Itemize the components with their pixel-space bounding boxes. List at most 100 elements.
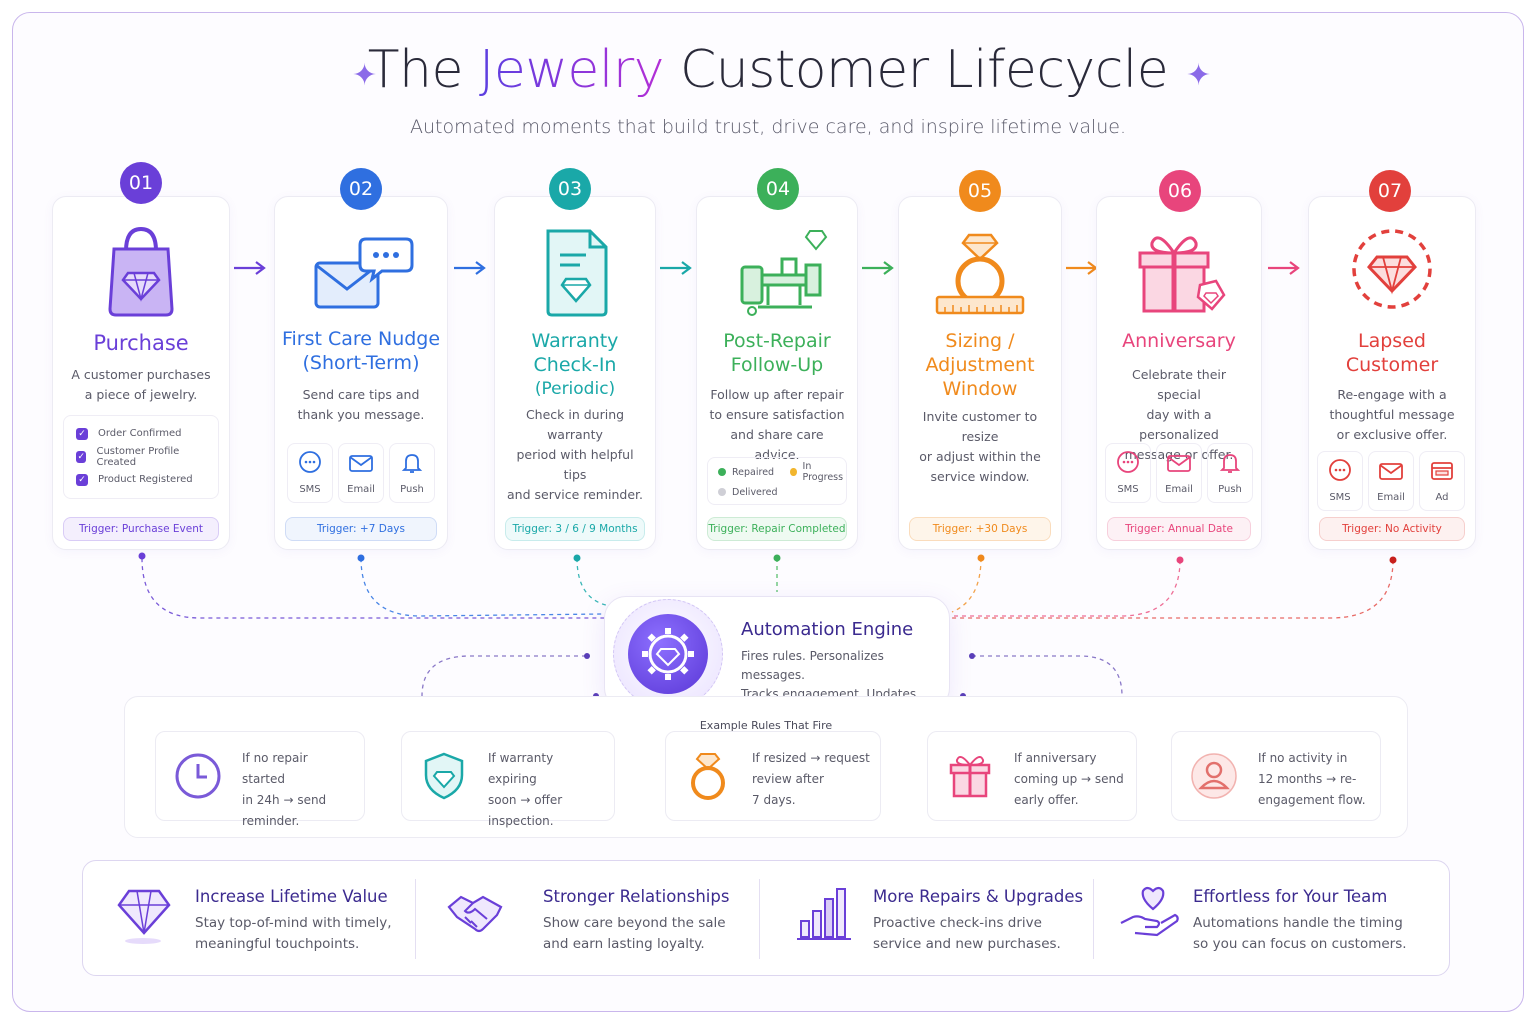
benefit-lifetime-value: Increase Lifetime Value Stay top-of-mind… — [83, 861, 413, 977]
step-badge-02: 02 — [340, 168, 382, 210]
shield-diamond-icon — [424, 752, 464, 800]
stage-title: Purchase — [93, 331, 189, 355]
channel-push[interactable]: Push — [1207, 443, 1253, 503]
gift-icon — [949, 755, 991, 798]
warranty-document-icon — [495, 219, 655, 319]
channel-email[interactable]: Email — [1156, 443, 1202, 503]
channel-email[interactable]: Email — [1368, 451, 1414, 511]
benefit-stronger-relationships: Stronger Relationships Show care beyond … — [423, 861, 753, 977]
step-badge-03: 03 — [549, 168, 591, 210]
benefit-more-repairs: More Repairs & Upgrades Proactive check-… — [765, 861, 1095, 977]
arrow-right-icon — [660, 261, 692, 275]
divider — [759, 879, 760, 959]
benefit-title: Stronger Relationships — [543, 887, 730, 906]
benefit-title: Increase Lifetime Value — [195, 887, 388, 906]
stage-title: Anniversary — [1122, 330, 1236, 352]
hand-heart-icon — [1120, 886, 1179, 937]
chat-bubble-icon — [299, 451, 321, 473]
trigger-badge: Trigger: No Activity — [1319, 517, 1465, 541]
channel-list: SMS Email Push — [287, 443, 435, 503]
trigger-badge: Trigger: Repair Completed — [707, 517, 847, 541]
stage-title: First Care Nudge(Short-Term) — [281, 328, 441, 374]
channel-sms[interactable]: SMS — [287, 443, 333, 503]
automation-engine-card: Automation Engine Fires rules. Personali… — [604, 596, 950, 720]
trigger-badge: Trigger: +7 Days — [285, 517, 437, 541]
arrow-right-icon — [454, 261, 486, 275]
title-accent: Jewelry — [479, 40, 664, 100]
diamond-icon — [117, 889, 171, 944]
benefit-title: Effortless for Your Team — [1193, 887, 1388, 906]
channel-email[interactable]: Email — [338, 443, 384, 503]
status-delivered: Delivered — [718, 487, 777, 498]
shopping-bag-diamond-icon — [53, 219, 229, 319]
bell-icon — [1219, 454, 1241, 473]
checkbox-checked-icon: ✓ — [76, 427, 88, 440]
ring-sizer-icon — [899, 219, 1061, 319]
channel-list: SMS Email Ad — [1317, 451, 1465, 511]
bell-icon — [401, 454, 423, 473]
arrow-right-icon — [862, 261, 894, 275]
arrow-right-icon — [234, 261, 266, 275]
channel-sms[interactable]: SMS — [1317, 451, 1363, 511]
checklist-item: ✓Order Confirmed — [76, 422, 206, 445]
sparkle-right-icon: ✦ — [1186, 58, 1212, 93]
example-rules-panel: Example Rules That Fire If no repair sta… — [124, 696, 1408, 838]
checklist-item: ✓Product Registered — [76, 468, 206, 491]
envelope-icon — [349, 455, 373, 472]
gear-diamond-icon — [628, 614, 708, 694]
trigger-badge: Trigger: 3 / 6 / 9 Months — [505, 517, 645, 541]
chat-bubble-icon — [1117, 451, 1139, 473]
repair-bench-icon — [697, 219, 857, 319]
status-repaired: Repaired — [718, 467, 774, 478]
gift-box-icon — [1097, 219, 1261, 319]
handshake-icon — [447, 895, 503, 933]
engine-title: Automation Engine — [741, 619, 914, 640]
trigger-badge: Trigger: Annual Date — [1107, 517, 1251, 541]
step-badge-04: 04 — [757, 168, 799, 210]
arrow-right-icon — [1268, 261, 1300, 275]
ring-icon — [691, 753, 725, 800]
checkbox-checked-icon: ✓ — [76, 450, 87, 463]
benefit-effortless-team: Effortless for Your Team Automations han… — [1099, 861, 1445, 977]
step-badge-01: 01 — [120, 162, 162, 204]
benefit-title: More Repairs & Upgrades — [873, 887, 1084, 906]
repair-status-legend: Repaired In Progress Delivered — [707, 457, 847, 505]
divider — [415, 879, 416, 959]
channel-list: SMS Email Push — [1105, 443, 1253, 503]
step-badge-05: 05 — [959, 170, 1001, 212]
arrow-right-icon — [1066, 261, 1098, 275]
channel-push[interactable]: Push — [389, 443, 435, 503]
channel-sms[interactable]: SMS — [1105, 443, 1151, 503]
channel-ad[interactable]: Ad — [1419, 451, 1465, 511]
checkbox-checked-icon: ✓ — [76, 473, 88, 486]
step-badge-07: 07 — [1369, 170, 1411, 212]
bar-chart-icon — [797, 888, 851, 940]
